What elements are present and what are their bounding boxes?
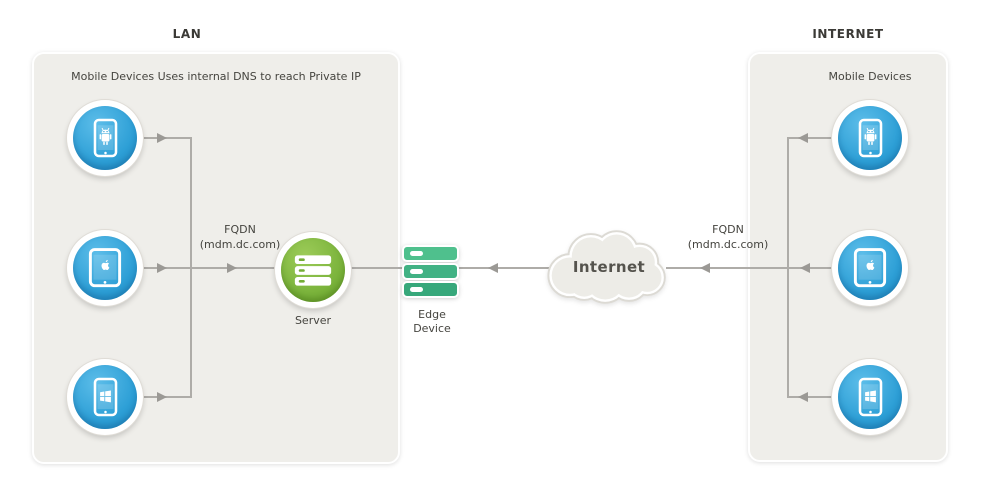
arrow-windows-to-trunk — [157, 392, 167, 402]
lan-trunk-line — [190, 137, 192, 398]
internet-zone-header: INTERNET — [812, 27, 884, 41]
internet-android-line — [788, 137, 834, 139]
device-apple-lan — [67, 230, 143, 306]
windows-phone-icon — [73, 365, 137, 429]
edge-device-led — [410, 251, 423, 256]
arrow-panel-to-cloud — [700, 263, 710, 273]
internet-trunk-line — [787, 137, 789, 398]
arrow-cloud-to-edge — [488, 263, 498, 273]
edge-device-label-line1: Edge — [418, 308, 446, 321]
arrow-windows-to-trunk-right — [798, 392, 808, 402]
lan-main-line — [140, 267, 276, 269]
android-phone-icon — [73, 106, 137, 170]
apple-tablet-icon — [838, 236, 902, 300]
edge-device-bar — [402, 263, 459, 280]
apple-tablet-icon — [73, 236, 137, 300]
fqdn-lan-title: FQDN — [224, 223, 256, 236]
edge-cloud-line — [456, 267, 552, 269]
internet-caption: Mobile Devices — [828, 70, 912, 83]
server-icon — [281, 238, 345, 302]
device-windows-internet — [832, 359, 908, 435]
windows-phone-icon — [838, 365, 902, 429]
lan-zone-header: LAN — [172, 27, 202, 41]
edge-device-icon — [402, 245, 459, 299]
device-windows-lan — [67, 359, 143, 435]
server-edge-line — [350, 267, 404, 269]
cloud-internetpanel-line — [666, 267, 834, 269]
arrow-android-to-trunk-right — [798, 133, 808, 143]
server-label: Server — [294, 314, 332, 327]
fqdn-internet-value: (mdm.dc.com) — [687, 238, 769, 251]
server-node — [275, 232, 351, 308]
device-apple-internet — [832, 230, 908, 306]
edge-device-led — [410, 269, 423, 274]
arrow-apple-to-cloud — [800, 263, 810, 273]
edge-device-bar — [402, 245, 459, 262]
edge-device-led — [410, 287, 423, 292]
device-android-lan — [67, 100, 143, 176]
fqdn-annotation-lan: FQDN (mdm.dc.com) — [190, 222, 290, 252]
fqdn-internet-title: FQDN — [712, 223, 744, 236]
edge-device-label-line2: Device — [413, 322, 451, 335]
edge-device-label: Edge Device — [382, 308, 482, 336]
fqdn-lan-value: (mdm.dc.com) — [199, 238, 281, 251]
arrow-apple-to-trunk — [157, 263, 167, 273]
fqdn-annotation-internet: FQDN (mdm.dc.com) — [678, 222, 778, 252]
internet-cloud-label: Internet — [572, 258, 646, 276]
edge-device-bar — [402, 281, 459, 298]
device-android-internet — [832, 100, 908, 176]
arrow-trunk-to-server — [227, 263, 237, 273]
lan-caption: Mobile Devices Uses internal DNS to reac… — [71, 70, 361, 83]
android-phone-icon — [838, 106, 902, 170]
internet-windows-line — [788, 396, 834, 398]
arrow-android-to-trunk — [157, 133, 167, 143]
